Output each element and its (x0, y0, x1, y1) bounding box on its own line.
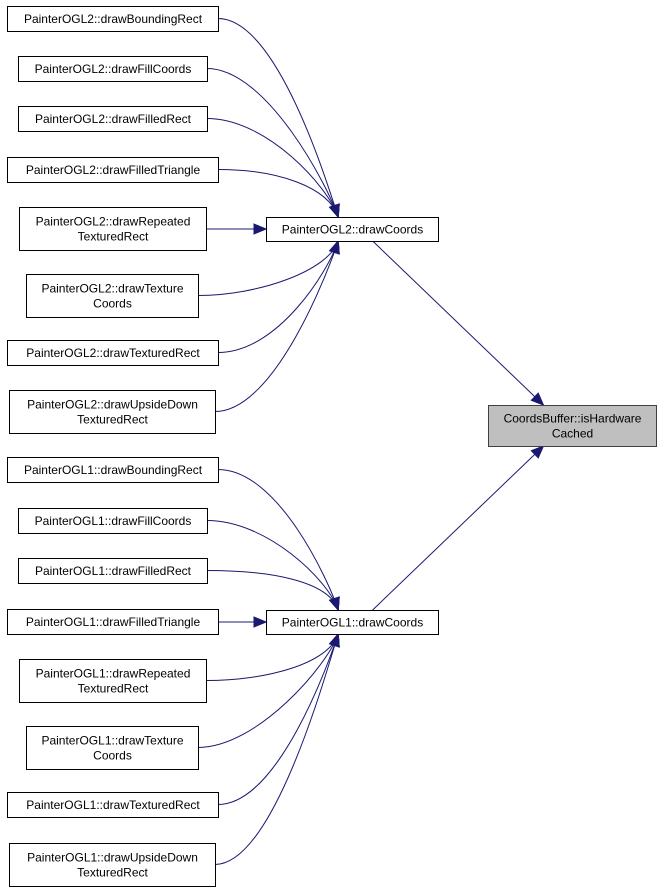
node-label: PainterOGL1::drawTexture (41, 734, 183, 748)
node-ogl1_filledRect[interactable]: PainterOGL1::drawFilledRect (18, 558, 208, 584)
edge-ogl2_boundingRect-to-ogl2_drawCoords (217, 18, 339, 218)
node-ogl1_texturedRect[interactable]: PainterOGL1::drawTexturedRect (7, 792, 219, 818)
node-label: PainterOGL1::drawCoords (282, 616, 423, 630)
node-label: PainterOGL2::drawFilledRect (35, 112, 192, 126)
edges-layer (197, 18, 545, 865)
node-label: Coords (93, 297, 132, 311)
node-box (266, 217, 439, 242)
node-ogl1_drawCoords[interactable]: PainterOGL1::drawCoords (266, 610, 439, 635)
arrowhead-icon (253, 223, 268, 235)
node-box (26, 274, 199, 318)
node-box (266, 610, 439, 635)
edge-ogl1_boundingRect-to-ogl1_drawCoords (217, 469, 339, 611)
node-label: PainterOGL2::drawFilledTriangle (26, 163, 201, 177)
node-label: PainterOGL1::drawFilledRect (35, 564, 192, 578)
node-box (18, 106, 208, 132)
node-box (7, 157, 219, 183)
edge-ogl2_texturedRect-to-ogl2_drawCoords (217, 240, 339, 353)
node-box (26, 726, 199, 770)
node-ogl1_fillCoords[interactable]: PainterOGL1::drawFillCoords (18, 508, 208, 534)
node-box (7, 6, 219, 32)
edge-ogl1_filledRect-to-ogl1_drawCoords (206, 570, 339, 611)
node-label: TexturedRect (78, 230, 149, 244)
node-box (18, 56, 208, 82)
node-box (7, 609, 219, 635)
node-label: PainterOGL1::drawFilledTriangle (26, 615, 201, 629)
edge-ogl2_filledRect-to-ogl2_drawCoords (206, 118, 339, 218)
focus-node-box (488, 405, 657, 447)
node-ogl2_boundingRect[interactable]: PainterOGL2::drawBoundingRect (7, 6, 219, 32)
node-label: PainterOGL1::drawTexturedRect (26, 798, 200, 812)
node-label: TexturedRect (77, 866, 148, 880)
node-label: TexturedRect (78, 682, 149, 696)
node-ogl1_boundingRect[interactable]: PainterOGL1::drawBoundingRect (7, 457, 219, 483)
edge-ogl2_upsideDown-to-ogl2_drawCoords (214, 240, 339, 412)
edge-ogl2_filledTriangle-to-ogl2_drawCoords (217, 169, 339, 218)
node-label: CoordsBuffer::isHardware (504, 412, 642, 426)
edge-ogl1_drawCoords-to-target (372, 445, 544, 611)
node-label: TexturedRect (77, 413, 148, 427)
node-ogl2_drawCoords[interactable]: PainterOGL2::drawCoords (266, 217, 439, 242)
edge-ogl2_textureCoords-to-ogl2_drawCoords (197, 240, 339, 296)
node-box (18, 508, 208, 534)
edge-ogl1_repeatedTexturedRect-to-ogl1_drawCoords (205, 633, 339, 681)
node-ogl2_texturedRect[interactable]: PainterOGL2::drawTexturedRect (7, 340, 219, 366)
arrowhead-icon (530, 445, 545, 459)
node-label: PainterOGL2::drawCoords (282, 223, 423, 237)
arrowhead-icon (328, 632, 340, 648)
node-box (7, 457, 219, 483)
node-label: PainterOGL2::drawUpsideDown (27, 398, 198, 412)
node-label: PainterOGL1::drawUpsideDown (27, 851, 198, 865)
arrowhead-icon (530, 392, 545, 406)
node-box (19, 659, 207, 703)
arrowhead-icon (328, 239, 340, 255)
node-label: Cached (552, 427, 593, 441)
node-box (18, 558, 208, 584)
node-ogl2_fillCoords[interactable]: PainterOGL2::drawFillCoords (18, 56, 208, 82)
node-ogl1_filledTriangle[interactable]: PainterOGL1::drawFilledTriangle (7, 609, 219, 635)
node-label: PainterOGL2::drawBoundingRect (24, 12, 203, 26)
edge-ogl2_fillCoords-to-ogl2_drawCoords (206, 68, 339, 218)
nodes-layer: CoordsBuffer::isHardwareCachedPainterOGL… (7, 6, 657, 887)
node-label: PainterOGL1::drawFillCoords (35, 514, 192, 528)
node-box (7, 340, 219, 366)
node-label: PainterOGL1::drawBoundingRect (24, 463, 203, 477)
edge-ogl1_textureCoords-to-ogl1_drawCoords (197, 633, 339, 748)
edge-ogl2_drawCoords-to-target (372, 240, 544, 406)
node-ogl2_filledRect[interactable]: PainterOGL2::drawFilledRect (18, 106, 208, 132)
arrowhead-icon (328, 203, 340, 219)
node-label: PainterOGL1::drawRepeated (36, 667, 191, 681)
node-label: PainterOGL2::drawTexturedRect (26, 346, 200, 360)
arrowhead-icon (253, 616, 268, 628)
node-box (9, 390, 216, 434)
edge-ogl1_fillCoords-to-ogl1_drawCoords (206, 520, 339, 611)
node-label: Coords (93, 749, 132, 763)
node-label: PainterOGL2::drawTexture (41, 282, 183, 296)
node-box (19, 207, 207, 251)
node-ogl2_filledTriangle[interactable]: PainterOGL2::drawFilledTriangle (7, 157, 219, 183)
edge-ogl1_texturedRect-to-ogl1_drawCoords (217, 633, 339, 805)
node-label: PainterOGL2::drawFillCoords (35, 62, 192, 76)
node-box (7, 792, 219, 818)
node-label: PainterOGL2::drawRepeated (36, 215, 191, 229)
node-box (9, 843, 216, 887)
arrowhead-icon (328, 596, 340, 612)
edge-ogl1_upsideDown-to-ogl1_drawCoords (214, 633, 339, 865)
